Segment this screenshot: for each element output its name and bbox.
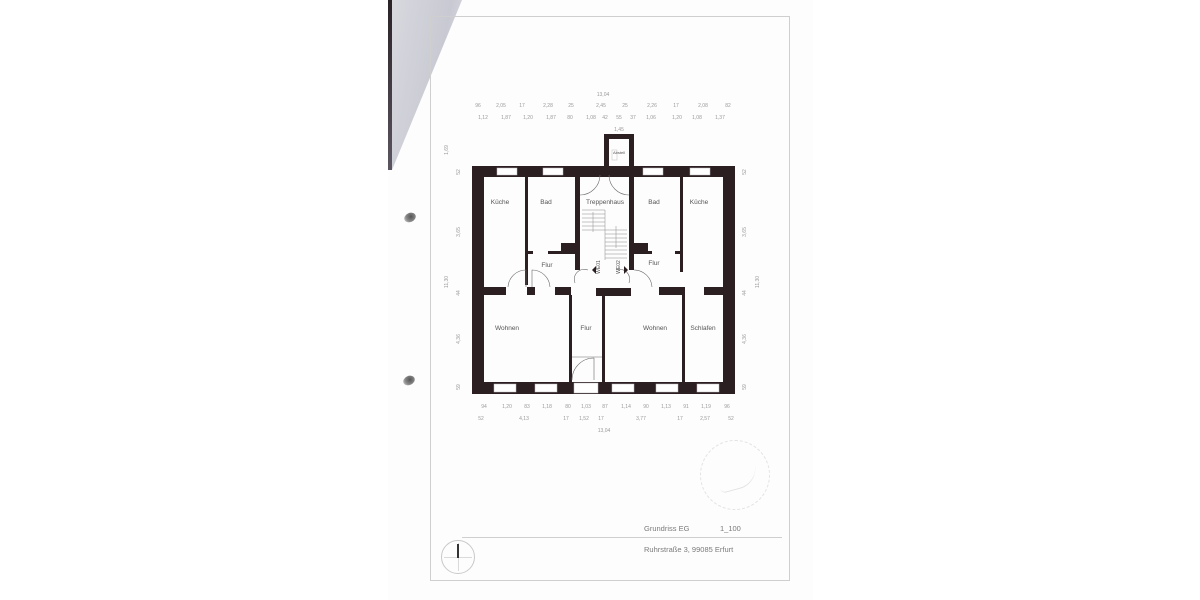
dim-label: 1,18 bbox=[542, 404, 552, 410]
dim-top-total: 13,04 bbox=[596, 92, 610, 98]
dim-label: 87 bbox=[602, 404, 608, 410]
dim-label: 96 bbox=[475, 103, 481, 109]
dim-label: 1,87 bbox=[546, 115, 556, 121]
dim-label: 1,06 bbox=[646, 115, 656, 121]
label-we02: WE02 bbox=[616, 260, 622, 274]
dim-label: 37 bbox=[630, 115, 636, 121]
dim-label: 80 bbox=[567, 115, 573, 121]
dim-label: 2,05 bbox=[496, 103, 506, 109]
room-wohnen-right: Wohnen bbox=[642, 325, 668, 332]
dim-label: 83 bbox=[524, 404, 530, 410]
dim-label: 17 bbox=[673, 103, 679, 109]
room-treppenhaus: Treppenhaus bbox=[585, 199, 625, 206]
dim-label: 96 bbox=[724, 404, 730, 410]
dim-bottom-total: 13,04 bbox=[597, 428, 611, 434]
north-arrow-icon bbox=[441, 540, 475, 574]
dim-label: 2,57 bbox=[700, 416, 710, 422]
drawing-address: Ruhrstraße 3, 99085 Erfurt bbox=[644, 545, 734, 554]
official-stamp bbox=[700, 440, 770, 510]
dim-label: 2,45 bbox=[596, 103, 606, 109]
dim-label: 3,77 bbox=[636, 416, 646, 422]
dim-label: 1,08 bbox=[692, 115, 702, 121]
dim-label: 90 bbox=[643, 404, 649, 410]
windows bbox=[493, 149, 720, 394]
dim-label: 1,14 bbox=[621, 404, 631, 410]
paper-shadow-edge bbox=[388, 0, 392, 170]
dim-label: 1,03 bbox=[581, 404, 591, 410]
room-kueche-left: Küche bbox=[490, 199, 510, 206]
dim-label: 25 bbox=[568, 103, 574, 109]
room-flur-left: Flur bbox=[541, 262, 553, 269]
room-annex: Abstell bbox=[612, 150, 626, 155]
dim-label: 52 bbox=[728, 416, 734, 422]
dim-label: 55 bbox=[616, 115, 622, 121]
dim-label: 1,12 bbox=[478, 115, 488, 121]
room-bad-right: Bad bbox=[648, 199, 660, 206]
room-kueche-right: Küche bbox=[689, 199, 709, 206]
label-we01: WE01 bbox=[596, 260, 602, 274]
dim-label: 4,13 bbox=[519, 416, 529, 422]
dim-label: 1,20 bbox=[523, 115, 533, 121]
dim-label: 25 bbox=[622, 103, 628, 109]
dim-label: 2,26 bbox=[647, 103, 657, 109]
dim-label: 80 bbox=[565, 404, 571, 410]
door-swings bbox=[507, 174, 653, 381]
dim-label: 17 bbox=[519, 103, 525, 109]
dim-label: 1,52 bbox=[579, 416, 589, 422]
dim-label: 1,87 bbox=[501, 115, 511, 121]
dim-label: 1,19 bbox=[701, 404, 711, 410]
dim-label: 52 bbox=[478, 416, 484, 422]
dim-label: 42 bbox=[602, 115, 608, 121]
dim-label: 17 bbox=[563, 416, 569, 422]
room-bad-left: Bad bbox=[540, 199, 552, 206]
dim-label: 1,20 bbox=[502, 404, 512, 410]
dim-label: 91 bbox=[683, 404, 689, 410]
staircase bbox=[582, 209, 627, 260]
room-schlafen: Schlafen bbox=[690, 325, 716, 332]
drawing-scale: 1_100 bbox=[720, 524, 741, 533]
room-wohnen-left: Wohnen bbox=[494, 325, 520, 332]
dim-label: 1,20 bbox=[672, 115, 682, 121]
dim-label: 94 bbox=[481, 404, 487, 410]
arrow-we1-icon bbox=[592, 266, 596, 274]
dim-label: 17 bbox=[677, 416, 683, 422]
room-flur-right: Flur bbox=[648, 260, 660, 267]
room-flur-center: Flur bbox=[580, 325, 592, 332]
arrow-we2-icon bbox=[624, 266, 628, 274]
dim-label: 1,37 bbox=[715, 115, 725, 121]
dim-label: 82 bbox=[725, 103, 731, 109]
title-divider bbox=[462, 537, 782, 538]
dim-label: 2,28 bbox=[543, 103, 553, 109]
dim-label: 17 bbox=[598, 416, 604, 422]
drawing-frame bbox=[430, 16, 790, 581]
dim-label: 1,08 bbox=[586, 115, 596, 121]
dim-annex-width: 1,45 bbox=[614, 127, 624, 133]
drawing-title: Grundriss EG bbox=[644, 524, 690, 533]
dim-label: 2,08 bbox=[698, 103, 708, 109]
dim-label: 1,13 bbox=[661, 404, 671, 410]
